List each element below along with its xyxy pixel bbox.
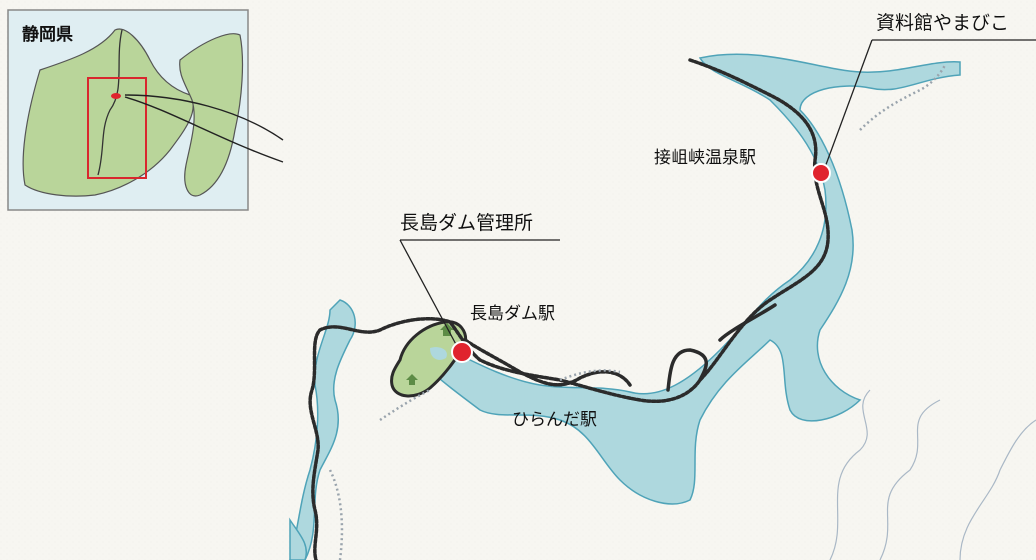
callout-lines	[399, 39, 1036, 351]
inset-leader-lines	[124, 94, 284, 163]
label-nagashima-dam-station: 長島ダム駅	[470, 304, 555, 324]
inset-title: 静岡県	[22, 25, 73, 45]
dam-island	[390, 320, 468, 398]
inset-focus-rect	[87, 77, 147, 179]
inset-map	[7, 9, 249, 211]
nagashima-dam-station-marker	[451, 341, 473, 363]
inset-location-marker	[111, 93, 121, 99]
railway-line	[308, 58, 830, 560]
inset-river	[97, 29, 123, 176]
label-nagashima-dam-office: 長島ダム管理所	[400, 212, 534, 234]
sessokyo-station-marker	[811, 163, 831, 183]
label-hiranda-station: ひらんだ駅	[512, 410, 597, 430]
label-yamabiko: 資料館やまびこ	[876, 12, 1010, 34]
inset-prefecture-east	[179, 33, 244, 197]
dotted-road	[328, 64, 947, 560]
label-sessokyo-station: 接岨峡温泉駅	[654, 148, 756, 168]
streams	[829, 389, 1036, 560]
